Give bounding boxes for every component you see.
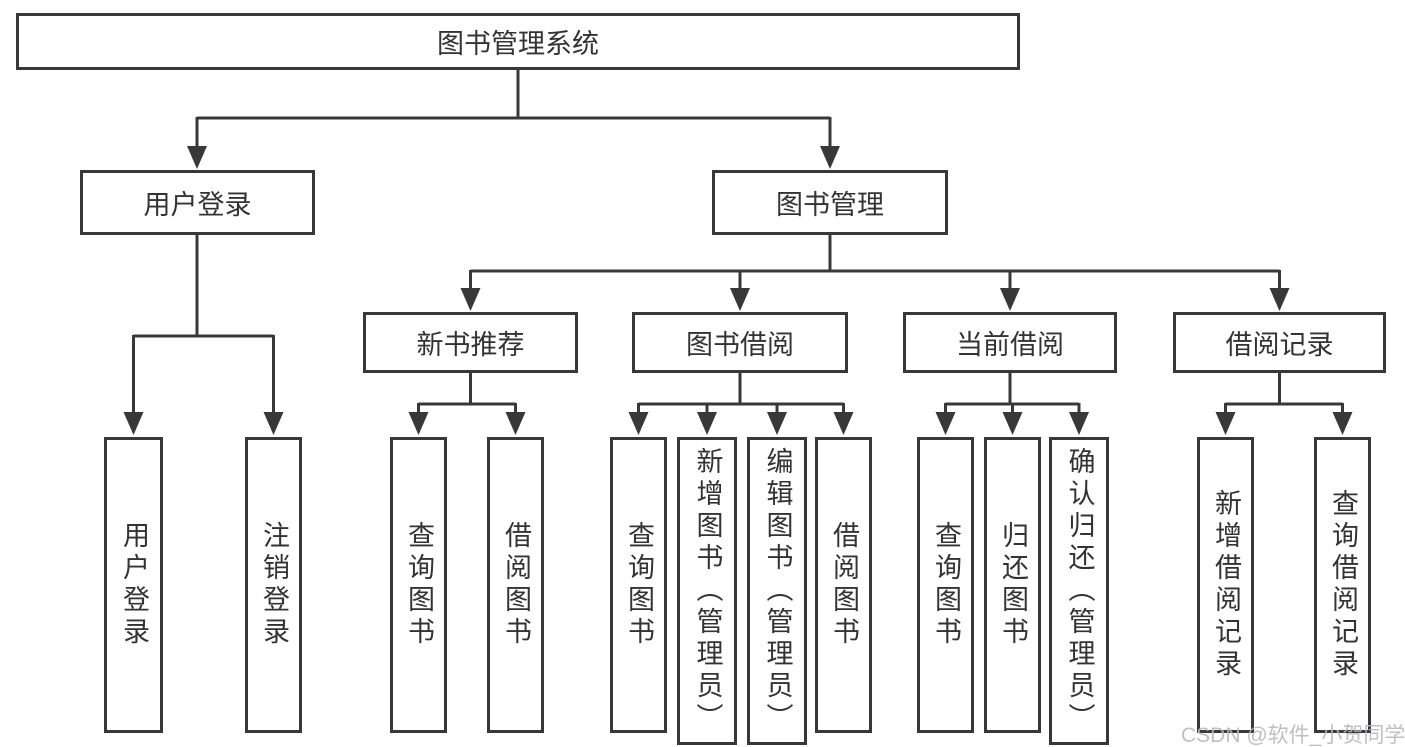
node-leaf-edit-book-admin-label: 编辑图书（管理员） [762, 447, 793, 735]
node-current-borrow: 当前借阅 [903, 312, 1117, 373]
node-leaf-add-borrow-record: 新增借阅记录 [1197, 437, 1254, 733]
node-leaf-borrow-books: 借阅图书 [815, 437, 872, 733]
node-leaf-query-books-current: 查询图书 [917, 437, 974, 733]
node-leaf-borrow-books-recommend-label: 借阅图书 [501, 521, 531, 649]
arrowhead-icons [123, 146, 1353, 435]
connector-lines [132, 70, 1344, 420]
node-user-login: 用户登录 [80, 170, 315, 235]
node-book-borrow: 图书借阅 [632, 312, 848, 373]
node-leaf-confirm-return-admin-label: 确认归还（管理员） [1064, 447, 1095, 735]
node-leaf-return-book: 归还图书 [984, 437, 1041, 733]
node-leaf-query-books-current-label: 查询图书 [931, 521, 961, 649]
watermark: CSDN @软件_小贺同学 [1181, 724, 1405, 747]
node-leaf-query-books-recommend-label: 查询图书 [404, 521, 434, 649]
node-leaf-confirm-return-admin: 确认归还（管理员） [1049, 437, 1109, 745]
node-borrow-records: 借阅记录 [1173, 312, 1386, 373]
node-leaf-query-books-borrow-label: 查询图书 [624, 521, 654, 649]
node-leaf-borrow-books-label: 借阅图书 [829, 521, 859, 649]
node-leaf-user-login-label: 用户登录 [119, 521, 149, 649]
node-leaf-logout: 注销登录 [245, 437, 302, 733]
node-leaf-query-books-borrow: 查询图书 [610, 437, 667, 733]
node-leaf-add-book-admin: 新增图书（管理员） [677, 437, 737, 745]
node-leaf-borrow-books-recommend: 借阅图书 [487, 437, 544, 733]
node-leaf-edit-book-admin: 编辑图书（管理员） [747, 437, 807, 745]
node-leaf-query-books-recommend: 查询图书 [390, 437, 447, 733]
node-leaf-query-borrow-record: 查询借阅记录 [1314, 437, 1371, 733]
node-book-management: 图书管理 [712, 170, 948, 235]
node-leaf-user-login: 用户登录 [104, 437, 163, 733]
node-new-book-recommend: 新书推荐 [363, 312, 578, 373]
node-leaf-add-book-admin-label: 新增图书（管理员） [692, 447, 723, 735]
node-leaf-query-borrow-record-label: 查询借阅记录 [1328, 489, 1358, 681]
node-leaf-logout-label: 注销登录 [259, 521, 289, 649]
node-root: 图书管理系统 [16, 13, 1020, 70]
node-leaf-return-book-label: 归还图书 [998, 521, 1028, 649]
node-leaf-add-borrow-record-label: 新增借阅记录 [1211, 489, 1241, 681]
